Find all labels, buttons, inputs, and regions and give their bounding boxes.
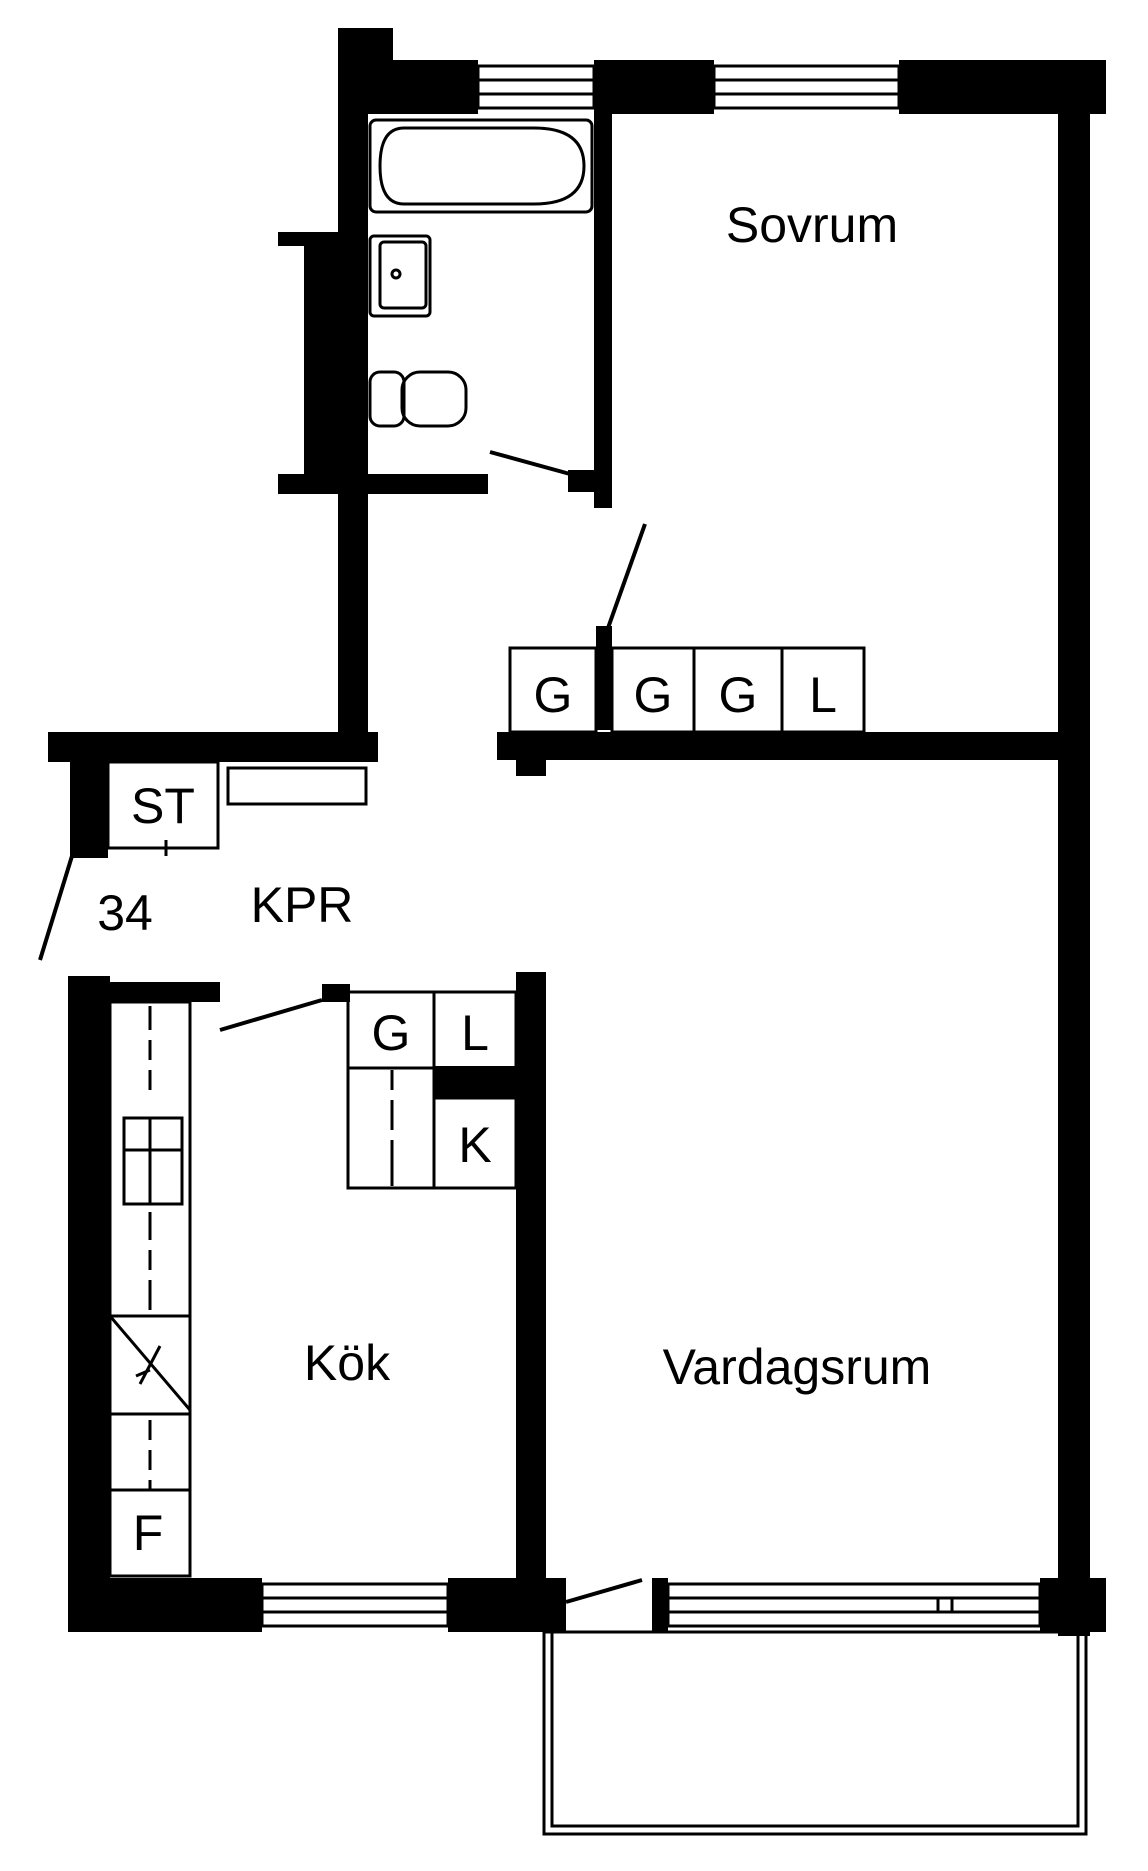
wall-kitchen-living [516, 972, 546, 1632]
windows [260, 64, 1042, 1628]
wall-bath-bedroom [594, 60, 612, 508]
door-kitchen [219, 998, 323, 1032]
room-label-kok: Kök [304, 1335, 391, 1391]
wall-bedroom-living-end [516, 732, 546, 776]
cabinet-st-label: ST [131, 778, 195, 834]
hall-fixtures: ST [106, 760, 368, 856]
wall-kitchen-door-jamb [322, 984, 350, 1002]
wall-kitchen-top-stub [68, 982, 220, 1002]
door-balcony [565, 1578, 643, 1604]
washbasin [368, 234, 432, 318]
kitchen-fridge [108, 1488, 192, 1578]
wardrobe-2-label: G [634, 667, 673, 723]
bathtub [368, 118, 594, 214]
room-labels: Sovrum KPR 34 Kök Vardagsrum [97, 197, 931, 1395]
wall-kitchen-bottom-left [68, 1578, 262, 1632]
door-entrance [38, 855, 74, 961]
doors [38, 450, 647, 1604]
wall-right-corner-bottom [1040, 1578, 1106, 1632]
wall-bath-left-thick [304, 232, 338, 494]
fridge-label: F [133, 1505, 164, 1561]
wall-bedroom-living [497, 732, 1062, 760]
wall-bath-left [338, 60, 368, 735]
entrance-number: 34 [97, 885, 153, 941]
linen-1-label: L [809, 667, 837, 723]
wall-kitchen-bottom-right [448, 1578, 566, 1632]
door-bathroom [489, 450, 571, 476]
wardrobe-1-label: G [534, 667, 573, 723]
wardrobe-3-label: G [719, 667, 758, 723]
wall-bedroom-door-stub [596, 626, 612, 730]
walls [48, 28, 1106, 1636]
bedroom-wardrobes: G G G L [508, 646, 866, 734]
window-bath [476, 64, 596, 110]
window-living [666, 1582, 1042, 1628]
room-label-kpr: KPR [251, 877, 354, 933]
kitchen-sink [122, 1116, 184, 1206]
wall-kitchen-left [68, 976, 110, 1628]
wall-kitchen-cabinet-block [434, 1066, 516, 1098]
wall-living-bottom-left [652, 1578, 668, 1632]
room-label-vardagsrum: Vardagsrum [663, 1339, 932, 1395]
wall-entrance-left [70, 732, 108, 858]
toilet [368, 370, 468, 428]
door-bedroom [606, 523, 647, 629]
hat-shelf [226, 766, 368, 806]
kitchen-linen-label: L [461, 1005, 489, 1061]
balcony [542, 1630, 1088, 1836]
room-label-sovrum: Sovrum [726, 197, 898, 253]
bathroom-fixtures [368, 118, 594, 428]
wall-bath-bottom [338, 474, 488, 494]
kitchen-stove [108, 1314, 192, 1416]
kitchen-k-label: K [458, 1117, 491, 1173]
cabinet-st-box [106, 760, 220, 850]
kitchen-wardrobe-label: G [372, 1005, 411, 1061]
wall-top-mid [594, 60, 714, 114]
kitchen-fixtures: G L K F [108, 990, 518, 1578]
wall-right-outer [1058, 60, 1090, 1636]
window-bedroom [712, 64, 901, 110]
wall-bath-door-jamb [568, 470, 596, 492]
window-kitchen [260, 1582, 450, 1628]
